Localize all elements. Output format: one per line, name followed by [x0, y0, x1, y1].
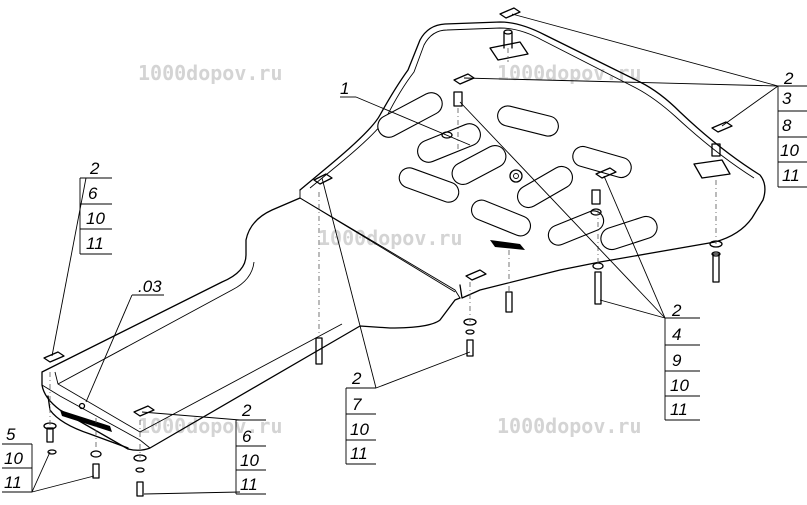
brackets — [43, 7, 733, 417]
callout-item: 3 — [782, 89, 792, 108]
callout-item: 10 — [4, 449, 23, 468]
callout-03: .03 — [138, 277, 162, 296]
callout-item: 10 — [86, 209, 105, 228]
callout-item: 7 — [352, 395, 362, 414]
callout-stack-right-middle: 2 4 9 10 11 — [664, 301, 700, 421]
main-skid-plate — [299, 21, 766, 299]
callout-item: 10 — [350, 420, 369, 439]
callout-1: 1 — [340, 79, 349, 98]
callout-item: 5 — [6, 425, 16, 444]
callout-stack-top-right: 2 3 8 10 11 — [777, 69, 807, 188]
callout-item: 11 — [240, 475, 258, 494]
callout-stack-center-bottom: 2 7 10 11 — [345, 369, 376, 465]
watermark: 1000dopov.ru — [138, 61, 283, 85]
callout-item: 11 — [4, 473, 22, 492]
callout-stack-bottom-middle: 2 6 10 11 — [235, 401, 266, 495]
callout-item: 4 — [672, 325, 681, 344]
watermark: 1000dopov.ru — [318, 226, 463, 250]
callout-item: 2 — [241, 401, 252, 420]
callout-item: 11 — [782, 166, 800, 185]
callout-item: 6 — [88, 184, 98, 203]
callout-item: 10 — [780, 141, 799, 160]
callout-item: 10 — [240, 451, 259, 470]
callout-stack-left-top: 2 6 10 11 — [79, 159, 112, 255]
leader-lines — [31, 13, 779, 495]
callout-item: 2 — [671, 301, 682, 320]
callout-item: 6 — [242, 427, 252, 446]
callout-item: 11 — [670, 400, 688, 419]
callout-item: 2 — [351, 369, 362, 388]
callout-item: 9 — [672, 351, 682, 370]
watermark: 1000dopov.ru — [497, 414, 642, 438]
callout-item: 10 — [670, 376, 689, 395]
callout-item: 11 — [350, 444, 368, 463]
watermark: 1000dopov.ru — [497, 61, 642, 85]
callout-item: 2 — [783, 69, 794, 88]
centerlines — [49, 48, 717, 458]
callout-item: 8 — [782, 116, 792, 135]
callout-stack-bottom-left: 5 10 11 — [2, 425, 33, 493]
callout-item: 11 — [86, 234, 104, 253]
callout-item: 2 — [89, 159, 100, 178]
